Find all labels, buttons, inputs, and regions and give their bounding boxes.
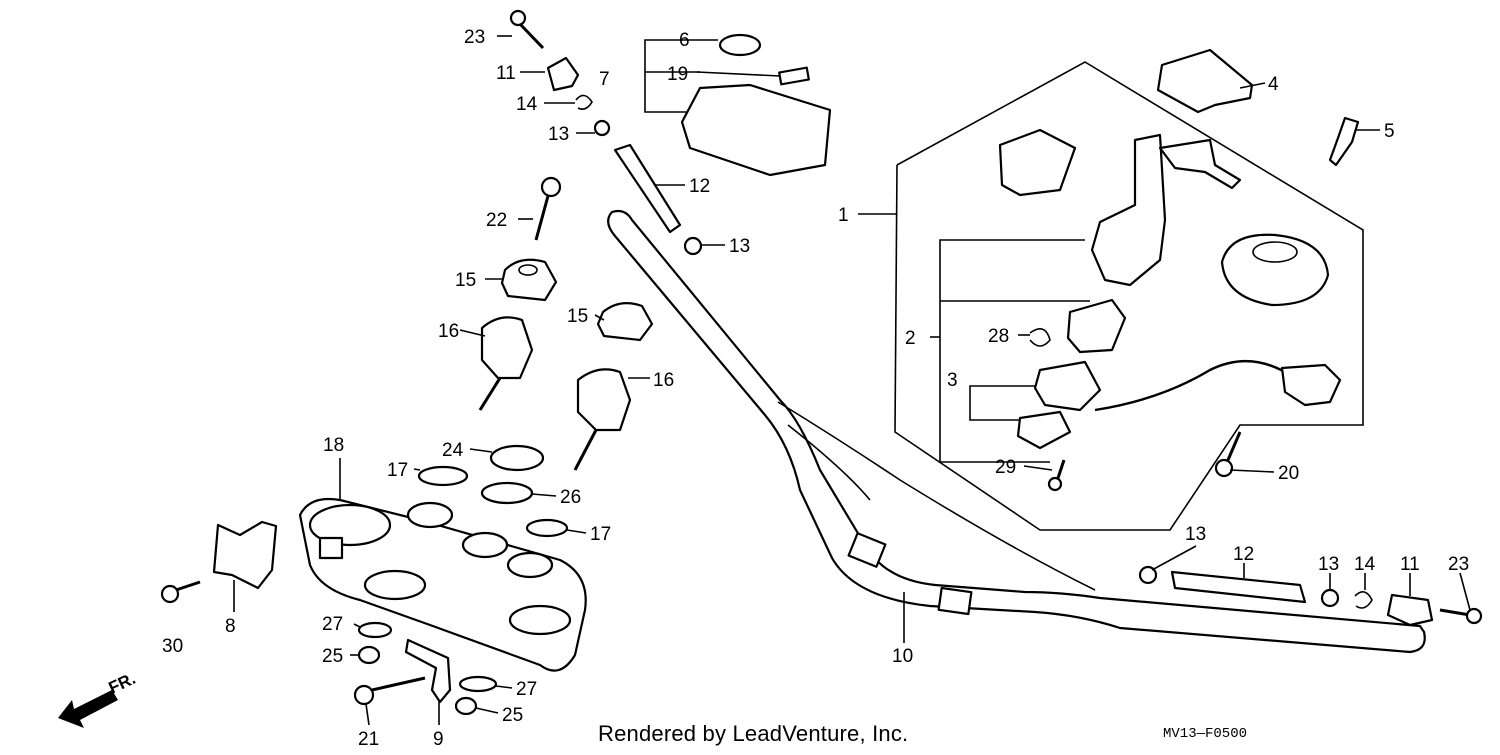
handlebar bbox=[607, 209, 1426, 654]
washer-17-left bbox=[417, 465, 469, 487]
bolt-22 bbox=[534, 176, 562, 241]
washer-13-right-b bbox=[1320, 588, 1340, 608]
nut-25-left bbox=[357, 645, 381, 665]
bolt-21 bbox=[353, 676, 426, 706]
callout-6: 6 bbox=[679, 30, 690, 51]
washer-27-left bbox=[357, 621, 393, 639]
upper-holder-left bbox=[500, 258, 558, 302]
callout-11-right: 11 bbox=[1400, 554, 1420, 575]
credit-text: Rendered by LeadVenture, Inc. bbox=[598, 721, 909, 746]
stay-9 bbox=[404, 638, 452, 704]
bracket-2 bbox=[939, 239, 1085, 463]
lower-holder-right bbox=[573, 368, 632, 471]
callout-27-right: 27 bbox=[516, 679, 537, 700]
callout-24: 24 bbox=[442, 440, 464, 461]
callout-13-right-b: 13 bbox=[1318, 554, 1339, 575]
callout-13-top: 13 bbox=[548, 124, 569, 145]
callout-11-top: 11 bbox=[496, 63, 516, 84]
callout-13-right-a: 13 bbox=[1185, 524, 1206, 545]
ignition-switch bbox=[1090, 133, 1167, 287]
bracket-7 bbox=[644, 39, 705, 113]
connector bbox=[1280, 363, 1342, 407]
front-direction-arrow: FR. bbox=[58, 669, 139, 728]
callout-2: 2 bbox=[905, 328, 916, 349]
callout-27-left: 27 bbox=[322, 614, 343, 635]
washer-13-mid bbox=[683, 236, 703, 256]
switch-body bbox=[1033, 360, 1102, 412]
callout-28: 28 bbox=[988, 326, 1009, 347]
callout-21: 21 bbox=[358, 729, 379, 750]
callout-23-top: 23 bbox=[464, 27, 485, 48]
callout-18: 18 bbox=[323, 435, 344, 456]
callout-1: 1 bbox=[838, 205, 849, 226]
washer-27-right bbox=[458, 675, 498, 693]
callout-12-top: 12 bbox=[689, 176, 710, 197]
callout-30: 30 bbox=[162, 636, 183, 657]
callout-8: 8 bbox=[225, 616, 236, 637]
callout-14-top: 14 bbox=[516, 94, 538, 115]
callout-7: 7 bbox=[599, 69, 610, 90]
washer-26 bbox=[480, 481, 534, 505]
bolt-20 bbox=[1214, 431, 1242, 478]
nut-25-right bbox=[454, 696, 478, 716]
callout-23-right: 23 bbox=[1448, 554, 1469, 575]
callout-17-left: 17 bbox=[387, 460, 408, 481]
switch-housing bbox=[1066, 298, 1127, 354]
callout-9: 9 bbox=[433, 729, 444, 750]
key-5 bbox=[1328, 116, 1360, 167]
cover-7 bbox=[680, 83, 832, 177]
callout-4: 4 bbox=[1268, 74, 1279, 95]
bolt-30 bbox=[160, 580, 201, 604]
callout-10: 10 bbox=[892, 646, 913, 667]
washer-13-top bbox=[593, 119, 611, 137]
callout-15-left: 15 bbox=[455, 270, 476, 291]
callout-5: 5 bbox=[1384, 121, 1395, 142]
callout-19: 19 bbox=[667, 64, 688, 85]
diagram-code: MV13—F0500 bbox=[1163, 726, 1248, 742]
callout-20: 20 bbox=[1278, 463, 1299, 484]
washer-17-right bbox=[525, 518, 569, 538]
callout-25-left: 25 bbox=[322, 646, 343, 667]
washer-13-right-a bbox=[1138, 565, 1158, 585]
callout-16-right: 16 bbox=[653, 370, 674, 391]
callout-17-right: 17 bbox=[590, 524, 611, 545]
seat-lock bbox=[998, 128, 1077, 197]
kit-1-outline bbox=[894, 61, 1364, 531]
callout-12-right: 12 bbox=[1233, 544, 1254, 565]
bolt-23-right bbox=[1439, 607, 1483, 625]
switch-wire bbox=[1094, 360, 1291, 412]
grommet-6 bbox=[718, 33, 762, 57]
key-in-switch bbox=[1158, 138, 1242, 190]
leader-lines bbox=[233, 35, 1471, 726]
steering-stem bbox=[298, 497, 587, 672]
weight-11-top bbox=[546, 56, 580, 92]
callout-26: 26 bbox=[560, 487, 581, 508]
callout-16-left: 16 bbox=[438, 321, 459, 342]
switch-base bbox=[1016, 410, 1072, 450]
callout-14-right: 14 bbox=[1354, 554, 1376, 575]
cable-clamp bbox=[212, 520, 278, 590]
fuel-cap bbox=[1220, 233, 1330, 307]
callout-3: 3 bbox=[947, 370, 958, 391]
pad-19 bbox=[778, 66, 810, 86]
clip-14-right bbox=[1354, 591, 1373, 609]
callout-22: 22 bbox=[486, 210, 507, 231]
screw-29 bbox=[1047, 459, 1066, 492]
bolt-23-top bbox=[509, 9, 545, 50]
callout-15-right: 15 bbox=[567, 306, 588, 327]
clip-14-top bbox=[575, 94, 593, 110]
callout-25-right: 25 bbox=[502, 705, 523, 726]
callout-13-mid: 13 bbox=[729, 236, 750, 257]
collar-12-right bbox=[1170, 570, 1307, 604]
weight-11-right bbox=[1386, 593, 1434, 627]
collar-12-top bbox=[613, 143, 682, 234]
clip-28 bbox=[1029, 328, 1051, 347]
lower-holder-left bbox=[478, 316, 534, 411]
nut-24 bbox=[489, 444, 545, 472]
upper-holder-right bbox=[596, 301, 654, 342]
cover-4 bbox=[1156, 48, 1254, 114]
bracket-3 bbox=[969, 385, 1035, 421]
callout-29: 29 bbox=[995, 457, 1016, 478]
